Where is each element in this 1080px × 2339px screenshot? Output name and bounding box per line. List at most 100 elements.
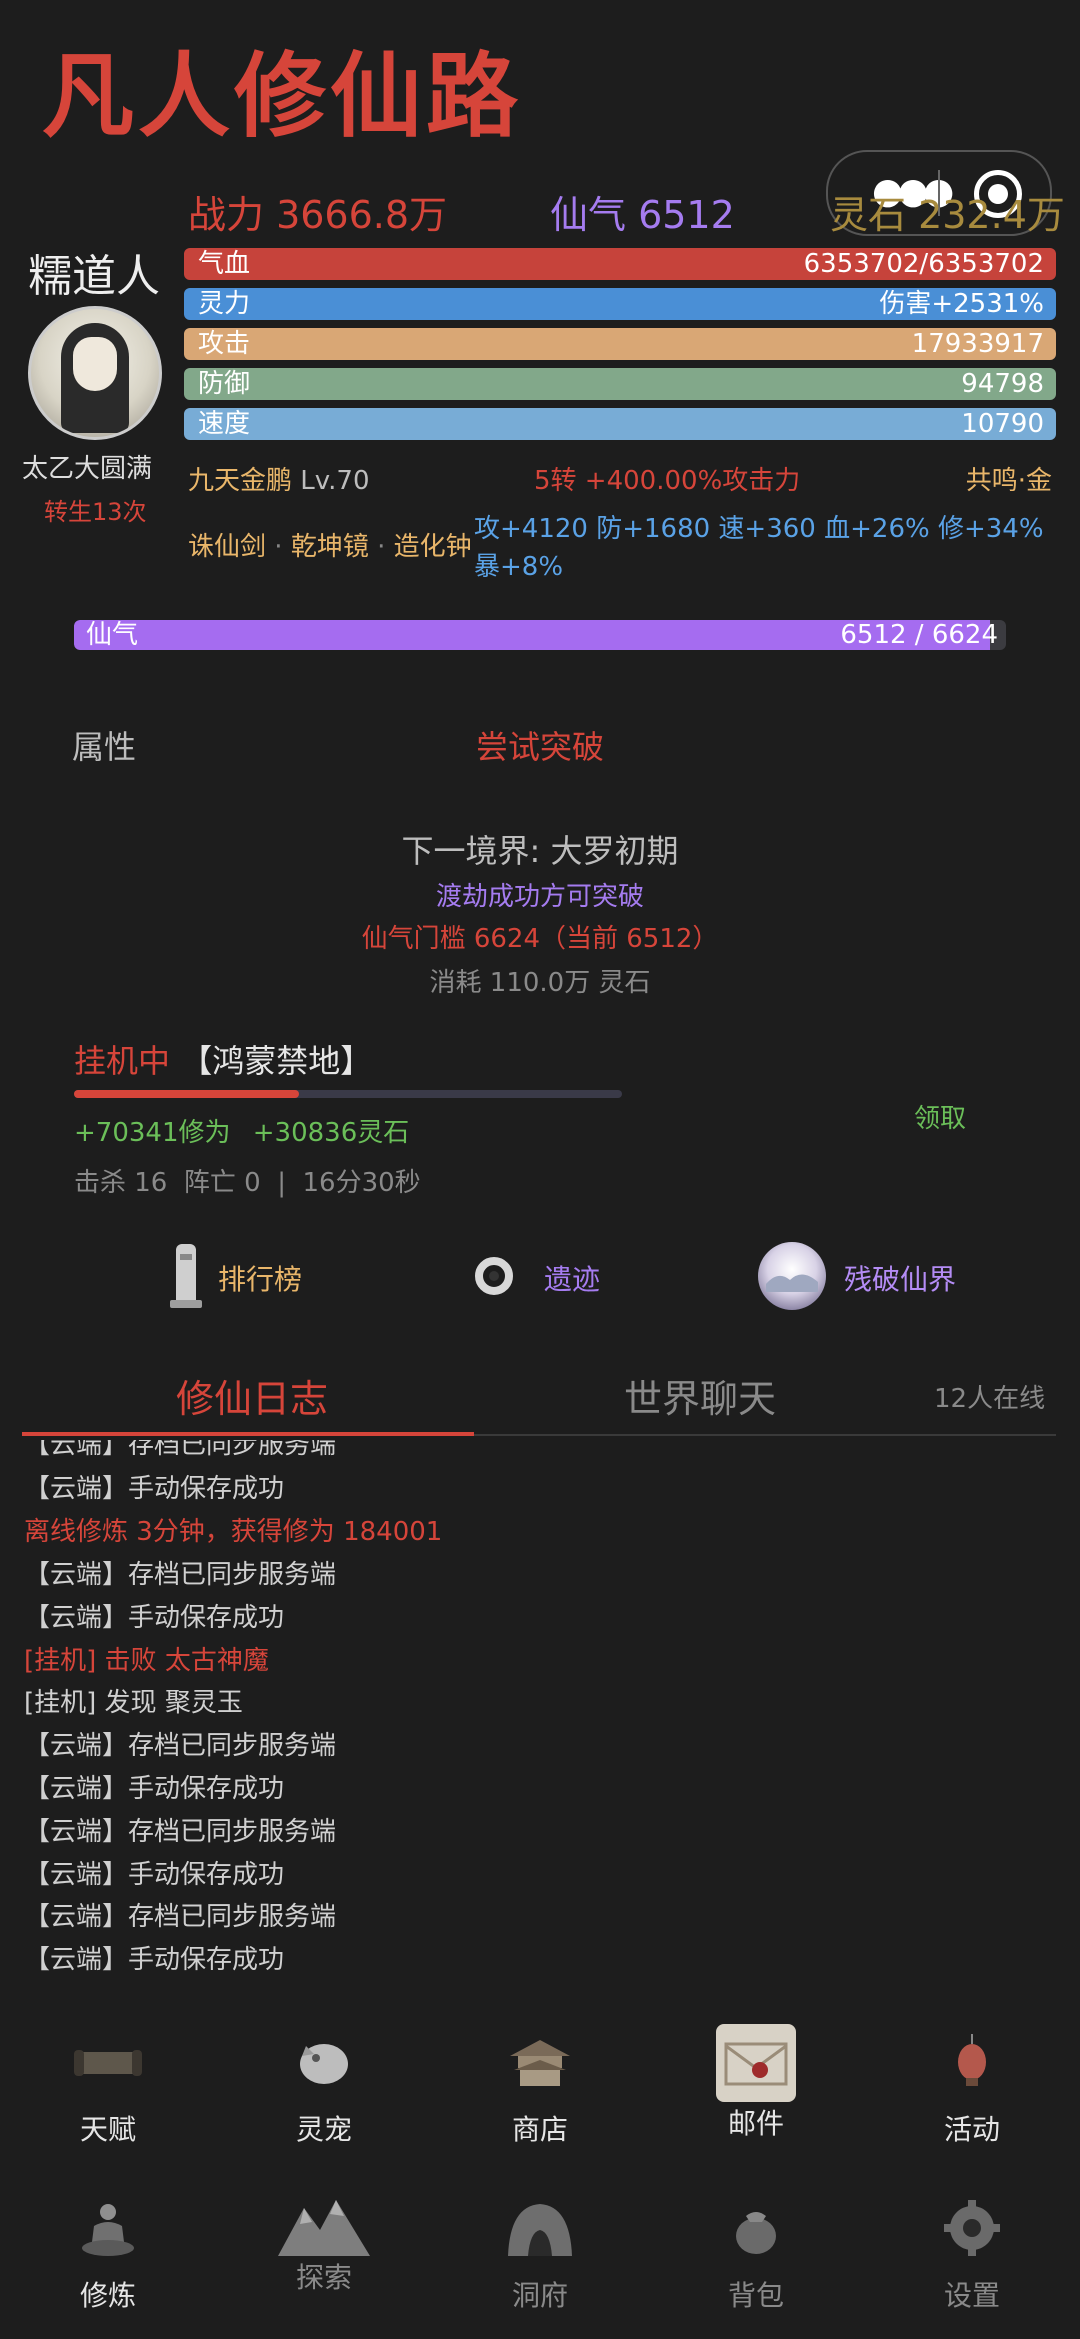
pet-resonance: 共鸣·金 (965, 466, 1052, 496)
ruins-label: 遗迹 (544, 1263, 601, 1296)
log-line: 【云端】手动保存成功 (24, 1603, 285, 1633)
equip-crit: 暴+8% (474, 552, 564, 582)
nav-label: 活动 (943, 2113, 1000, 2146)
online-count: 12人在线 (934, 1384, 1046, 1414)
next-realm: 下一境界: 大罗初期 (401, 832, 679, 870)
realm-label: 太乙大圆满 (22, 454, 153, 484)
tab-log[interactable]: 修仙日志 (176, 1377, 329, 1421)
breakthrough-button[interactable]: 尝试突破 (476, 728, 605, 766)
pet-bonus: 5转 +400.00%攻击力 (534, 466, 801, 496)
equip-stats: 攻+4120 防+1680 速+360 血+26% 修+34% (474, 514, 1044, 544)
log-line: 【云端】手动保存成功 (24, 1860, 285, 1890)
nav-label: 洞府 (511, 2279, 568, 2312)
idle-progress-bar (74, 1090, 622, 1098)
log-line: 【云端】存档已同步服务端 (24, 1731, 337, 1761)
idle-location[interactable]: 【鸿蒙禁地】 (180, 1042, 373, 1080)
app-title: 凡人修仙路 (42, 42, 523, 150)
close-target-icon[interactable] (974, 170, 1022, 218)
log-line: 【云端】手动保存成功 (24, 1774, 285, 1804)
letter-icon (716, 2024, 796, 2102)
xianqi-progress-fill (74, 620, 991, 650)
atk-bar: 攻击 17933917 (184, 328, 1056, 360)
nav-label: 修炼 (79, 2279, 136, 2312)
nav-cave[interactable]: 洞府 (480, 2196, 600, 2314)
xianqi-stat: 仙气 6512 (550, 193, 735, 237)
xianqi-bar-value: 6512 / 6624 (840, 620, 998, 650)
mp-value: 伤害+2531% (879, 289, 1044, 319)
log-line: 【云端】存档已同步服务端 (24, 1902, 337, 1932)
leaderboard-label: 排行榜 (218, 1263, 303, 1296)
nav-talent[interactable]: 天赋 (48, 2030, 168, 2148)
claim-button[interactable]: 领取 (914, 1104, 967, 1134)
def-label: 防御 (198, 369, 251, 399)
power-stat: 战力 3666.8万 (188, 193, 448, 237)
gear-icon (932, 2196, 1012, 2260)
nav-label: 灵宠 (295, 2113, 352, 2146)
pillar-icon (150, 1240, 222, 1312)
nav-settings[interactable]: 设置 (912, 2196, 1032, 2314)
log-list[interactable]: 【云端】存档已同步服务端 【云端】手动保存成功 离线修炼 3分钟，获得修为 18… (0, 1440, 1080, 1980)
equip-sep: · (377, 532, 386, 562)
scroll-icon (68, 2030, 148, 2094)
def-value: 94798 (961, 369, 1044, 399)
idle-status: 挂机中 (74, 1042, 171, 1080)
mountain-icon (274, 2190, 374, 2256)
hp-value: 6353702/6353702 (803, 249, 1044, 279)
cave-icon (500, 2196, 580, 2260)
idle-gain-stone: +30836灵石 (252, 1118, 410, 1148)
attributes-tab[interactable]: 属性 (72, 728, 137, 766)
nav-mail[interactable]: 邮件 (696, 2024, 816, 2142)
def-bar: 防御 94798 (184, 368, 1056, 400)
broken-realm-label: 残破仙界 (844, 1263, 957, 1296)
nav-label: 背包 (727, 2279, 784, 2312)
ring-icon (464, 1240, 536, 1312)
idle-gains: +70341修为 +30836灵石 (74, 1112, 409, 1149)
bag-icon (716, 2196, 796, 2260)
tab-divider (22, 1434, 1056, 1436)
tab-chat[interactable]: 世界聊天 (624, 1377, 777, 1421)
hp-bar: 气血 6353702/6353702 (184, 248, 1056, 280)
nav-label: 商店 (511, 2113, 568, 2146)
equip-item[interactable]: 诛仙剑 (188, 532, 267, 562)
log-line: 【云端】存档已同步服务端 (24, 1560, 337, 1590)
capsule-divider (938, 170, 940, 216)
leaderboard-button[interactable]: 排行榜 (146, 1240, 346, 1320)
idle-gain-exp: +70341修为 (74, 1118, 231, 1148)
log-line: 【云端】手动保存成功 (24, 1945, 285, 1975)
breakthrough-hint: 渡劫成功方可突破 (435, 882, 644, 912)
xianqi-progress-bar (74, 620, 1006, 650)
log-line: 【云端】存档已同步服务端 (24, 1440, 337, 1460)
equip-item[interactable]: 造化钟 (393, 532, 472, 562)
beast-icon (284, 2030, 364, 2094)
realm-orb-icon (756, 1240, 828, 1312)
broken-realm-button[interactable]: 残破仙界 (756, 1240, 1036, 1320)
idle-progress-fill (74, 1090, 299, 1098)
pet-info[interactable]: 九天金鹏 Lv.70 (188, 460, 369, 497)
log-line: [挂机] 发现 聚灵玉 (24, 1688, 243, 1718)
pet-name: 九天金鹏 (188, 466, 293, 496)
log-line: 【云端】手动保存成功 (24, 1474, 285, 1504)
equipment-list[interactable]: 诛仙剑 · 乾坤镜 · 造化钟 (188, 526, 472, 563)
avatar[interactable] (28, 306, 162, 440)
ruins-button[interactable]: 遗迹 (460, 1240, 660, 1320)
pet-level: Lv.70 (300, 466, 370, 496)
log-line: 离线修炼 3分钟，获得修为 184001 (24, 1517, 443, 1547)
nav-explore[interactable]: 探索 (264, 2196, 384, 2296)
equip-sep: · (274, 532, 283, 562)
nav-bag[interactable]: 背包 (696, 2196, 816, 2314)
nav-event[interactable]: 活动 (912, 2030, 1032, 2148)
log-line: [挂机] 击败 太古神魔 (24, 1646, 269, 1676)
nav-cultivate[interactable]: 修炼 (48, 2196, 168, 2314)
spd-label: 速度 (198, 409, 251, 439)
atk-value: 17933917 (911, 329, 1044, 359)
spd-bar: 速度 10790 (184, 408, 1056, 440)
idle-stats: 击杀 16 阵亡 0 | 16分30秒 (74, 1168, 421, 1198)
tab-active-indicator (22, 1432, 474, 1436)
capsule-menu[interactable]: ●●● (826, 150, 1052, 236)
equip-item[interactable]: 乾坤镜 (290, 532, 369, 562)
nav-shop[interactable]: 商店 (480, 2030, 600, 2148)
meditate-icon (68, 2196, 148, 2260)
nav-pet[interactable]: 灵宠 (264, 2030, 384, 2148)
nav-label: 设置 (943, 2279, 1000, 2312)
log-line: 【云端】存档已同步服务端 (24, 1817, 337, 1847)
